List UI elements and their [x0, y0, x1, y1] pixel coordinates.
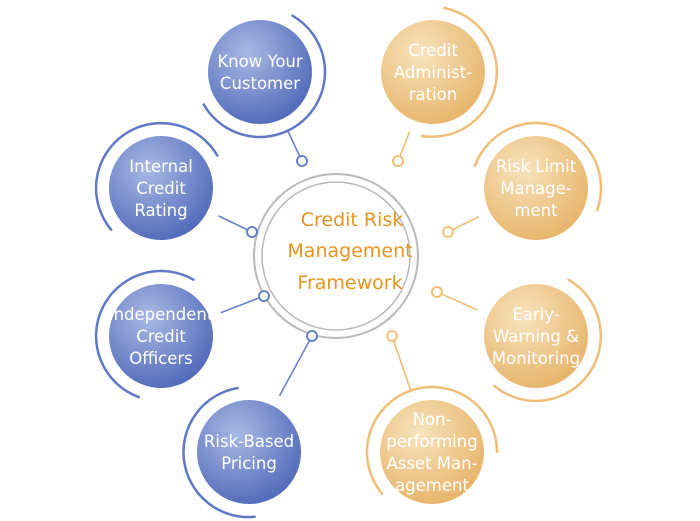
node-label-nonperforming-asset-management-line-4: agement	[395, 476, 469, 495]
connector-dot-independent-credit-officers	[258, 290, 270, 302]
connector-line-nonperforming-asset-management	[391, 335, 412, 392]
center-title-line-3: Framework	[297, 272, 402, 294]
node-circle-risk-limit-management	[484, 136, 588, 240]
connector-line-early-warning-monitoring	[436, 291, 478, 311]
connector-dots	[246, 155, 454, 342]
node-circle-know-your-customer	[208, 20, 312, 124]
node-label-independent-credit-officers-line-3: Officers	[129, 349, 193, 368]
center-inner-ring	[261, 181, 411, 331]
node-label-know-your-customer-line-2: Customer	[220, 74, 300, 93]
node-label-risk-based-pricing-line-1: Risk-Based	[204, 432, 294, 451]
node-label-risk-limit-management-line-1: Risk Limit	[496, 157, 577, 176]
connector-dot-internal-credit-rating	[246, 226, 258, 238]
node-label-internal-credit-rating-line-3: Rating	[134, 201, 187, 220]
connector-dot-risk-limit-management	[442, 226, 454, 238]
node-label-internal-credit-rating-line-1: Internal	[129, 157, 193, 176]
node-label-early-warning-monitoring-line-2: Warning &	[493, 327, 579, 346]
node-label-credit-administration-line-1: Credit	[408, 41, 458, 60]
connector-dot-nonperforming-asset-management	[386, 330, 398, 342]
node-ring-credit-administration	[420, 6, 499, 138]
center-title-line-1: Credit Risk	[301, 209, 404, 231]
node-label-risk-limit-management-line-3: ment	[514, 201, 558, 220]
node-circle-independent-credit-officers	[109, 284, 213, 388]
center-title-line-2: Management	[287, 240, 412, 262]
node-label-early-warning-monitoring-line-3: Monitoring	[492, 349, 580, 368]
connector-dot-early-warning-monitoring	[431, 286, 443, 298]
node-circle-risk-based-pricing	[197, 400, 301, 504]
connector-line-independent-credit-officers	[220, 295, 265, 314]
node-circle-nonperforming-asset-management	[380, 400, 484, 504]
node-circle-internal-credit-rating	[109, 136, 213, 240]
node-early-warning-monitoring: Early- Warning & Monitoring	[484, 278, 603, 403]
connector-line-risk-based-pricing	[278, 335, 313, 397]
connector-dot-know-your-customer	[296, 155, 308, 167]
node-label-risk-limit-management-line-2: Manage-	[500, 179, 572, 198]
node-label-independent-credit-officers-line-1: Independent	[109, 305, 214, 324]
node-ring-know-your-customer	[202, 14, 327, 139]
connector-line-internal-credit-rating	[218, 215, 253, 233]
center-hub: Credit Risk Management Framework	[253, 173, 419, 339]
node-label-early-warning-monitoring-line-1: Early-	[512, 305, 559, 324]
framework-nodes: Know YourCustomerInternalCreditRatingInd…	[94, 6, 603, 519]
node-label-know-your-customer-line-1: Know Your	[217, 52, 303, 71]
node-ring-risk-limit-management	[473, 121, 603, 212]
node-label-risk-based-pricing-line-2: Pricing	[221, 454, 277, 473]
node-circle-early-warning-monitoring	[484, 284, 588, 388]
node-label-nonperforming-asset-management-line-3: Asset Man-	[386, 454, 477, 473]
center-outer-ring	[253, 173, 419, 339]
node-ring-internal-credit-rating	[94, 121, 219, 232]
node-ring-risk-based-pricing	[182, 386, 256, 519]
node-ring-nonperforming-asset-management	[365, 385, 499, 496]
node-label-internal-credit-rating-line-2: Credit	[136, 179, 186, 198]
node-label-credit-administration-line-3: ration	[409, 85, 458, 104]
connector-dot-credit-administration	[392, 155, 404, 167]
connector-dot-risk-based-pricing	[306, 330, 318, 342]
node-label-credit-administration-line-2: Administ-	[394, 63, 472, 82]
node-label-nonperforming-asset-management-line-2: performing	[386, 432, 477, 451]
node-ring-early-warning-monitoring	[492, 278, 603, 403]
node-ring-independent-credit-officers	[94, 269, 195, 399]
node-label-independent-credit-officers-line-2: Credit	[136, 327, 186, 346]
node-circle-credit-administration	[381, 20, 485, 124]
node-label-nonperforming-asset-management-line-1: Non-	[413, 410, 452, 429]
